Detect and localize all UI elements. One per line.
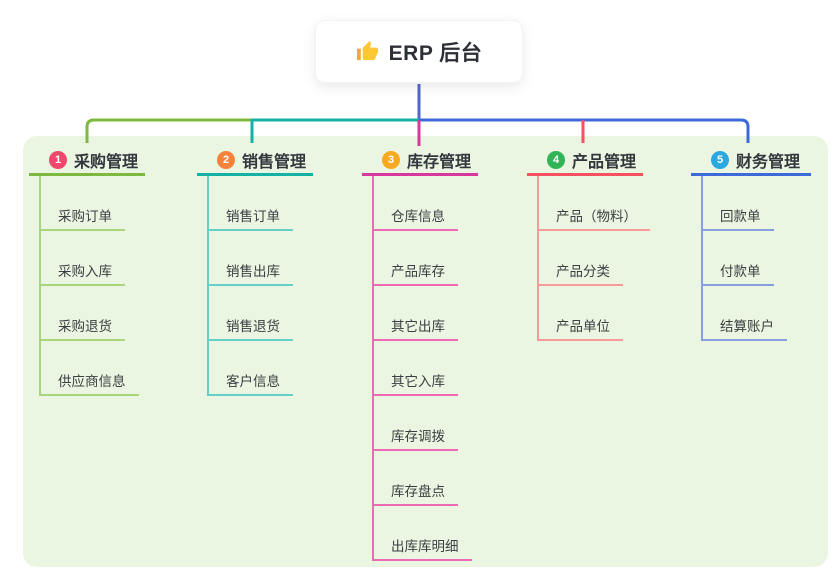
branch-label: 采购管理 (74, 153, 139, 171)
node-purchase-order[interactable]: 采购订单 (41, 176, 125, 231)
branch-header-finance[interactable]: 5 财务管理 (691, 146, 811, 176)
branch-sales: 2 销售管理 销售订单 销售出库 销售退货 客户信息 (197, 146, 313, 396)
branch-children: 采购订单 采购入库 采购退货 供应商信息 (39, 176, 145, 396)
thumbs-up-icon (356, 40, 378, 61)
root-node[interactable]: ERP 后台 (315, 20, 523, 83)
branch-label: 库存管理 (407, 153, 472, 171)
branch-children: 销售订单 销售出库 销售退货 客户信息 (207, 176, 313, 396)
branch-children: 产品（物料） 产品分类 产品单位 (537, 176, 650, 341)
branch-header-sales[interactable]: 2 销售管理 (197, 146, 313, 176)
branch-header-purchase[interactable]: 1 采购管理 (29, 146, 145, 176)
node-product-stock[interactable]: 产品库存 (374, 231, 458, 286)
branch-finance: 5 财务管理 回款单 付款单 结算账户 (691, 146, 811, 341)
branch-label: 财务管理 (736, 153, 801, 171)
node-payment-order[interactable]: 付款单 (703, 231, 774, 286)
node-other-inbound[interactable]: 其它入库 (374, 341, 458, 396)
branch-children: 回款单 付款单 结算账户 (701, 176, 811, 341)
node-customer-info[interactable]: 客户信息 (209, 341, 293, 396)
branch-label: 产品管理 (572, 153, 637, 171)
branch-product: 4 产品管理 产品（物料） 产品分类 产品单位 (527, 146, 650, 341)
node-sales-order[interactable]: 销售订单 (209, 176, 293, 231)
node-stock-count[interactable]: 库存盘点 (374, 451, 458, 506)
node-product-unit[interactable]: 产品单位 (539, 286, 623, 341)
node-other-outbound[interactable]: 其它出库 (374, 286, 458, 341)
node-product-material[interactable]: 产品（物料） (539, 176, 650, 231)
badge-5: 5 (711, 150, 729, 169)
branch-children: 仓库信息 产品库存 其它出库 其它入库 库存调拨 库存盘点 出库库明细 (372, 176, 478, 561)
node-outbound-detail[interactable]: 出库库明细 (374, 506, 472, 561)
node-purchase-inbound[interactable]: 采购入库 (41, 231, 125, 286)
branch-inventory: 3 库存管理 仓库信息 产品库存 其它出库 其它入库 库存调拨 库存盘点 出库库… (362, 146, 478, 561)
branches-panel (23, 136, 828, 567)
root-label: ERP 后台 (388, 41, 483, 65)
node-stock-transfer[interactable]: 库存调拨 (374, 396, 458, 451)
badge-3: 3 (382, 150, 400, 169)
branch-header-product[interactable]: 4 产品管理 (527, 146, 643, 176)
branch-purchase: 1 采购管理 采购订单 采购入库 采购退货 供应商信息 (29, 146, 145, 396)
node-settlement-account[interactable]: 结算账户 (703, 286, 787, 341)
node-warehouse-info[interactable]: 仓库信息 (374, 176, 458, 231)
node-supplier-info[interactable]: 供应商信息 (41, 341, 139, 396)
branch-header-inventory[interactable]: 3 库存管理 (362, 146, 478, 176)
node-purchase-return[interactable]: 采购退货 (41, 286, 125, 341)
node-receipt-order[interactable]: 回款单 (703, 176, 774, 231)
badge-4: 4 (547, 150, 565, 169)
badge-2: 2 (217, 150, 235, 169)
badge-1: 1 (49, 150, 67, 169)
node-product-category[interactable]: 产品分类 (539, 231, 623, 286)
branch-label: 销售管理 (242, 153, 307, 171)
node-sales-return[interactable]: 销售退货 (209, 286, 293, 341)
node-sales-outbound[interactable]: 销售出库 (209, 231, 293, 286)
